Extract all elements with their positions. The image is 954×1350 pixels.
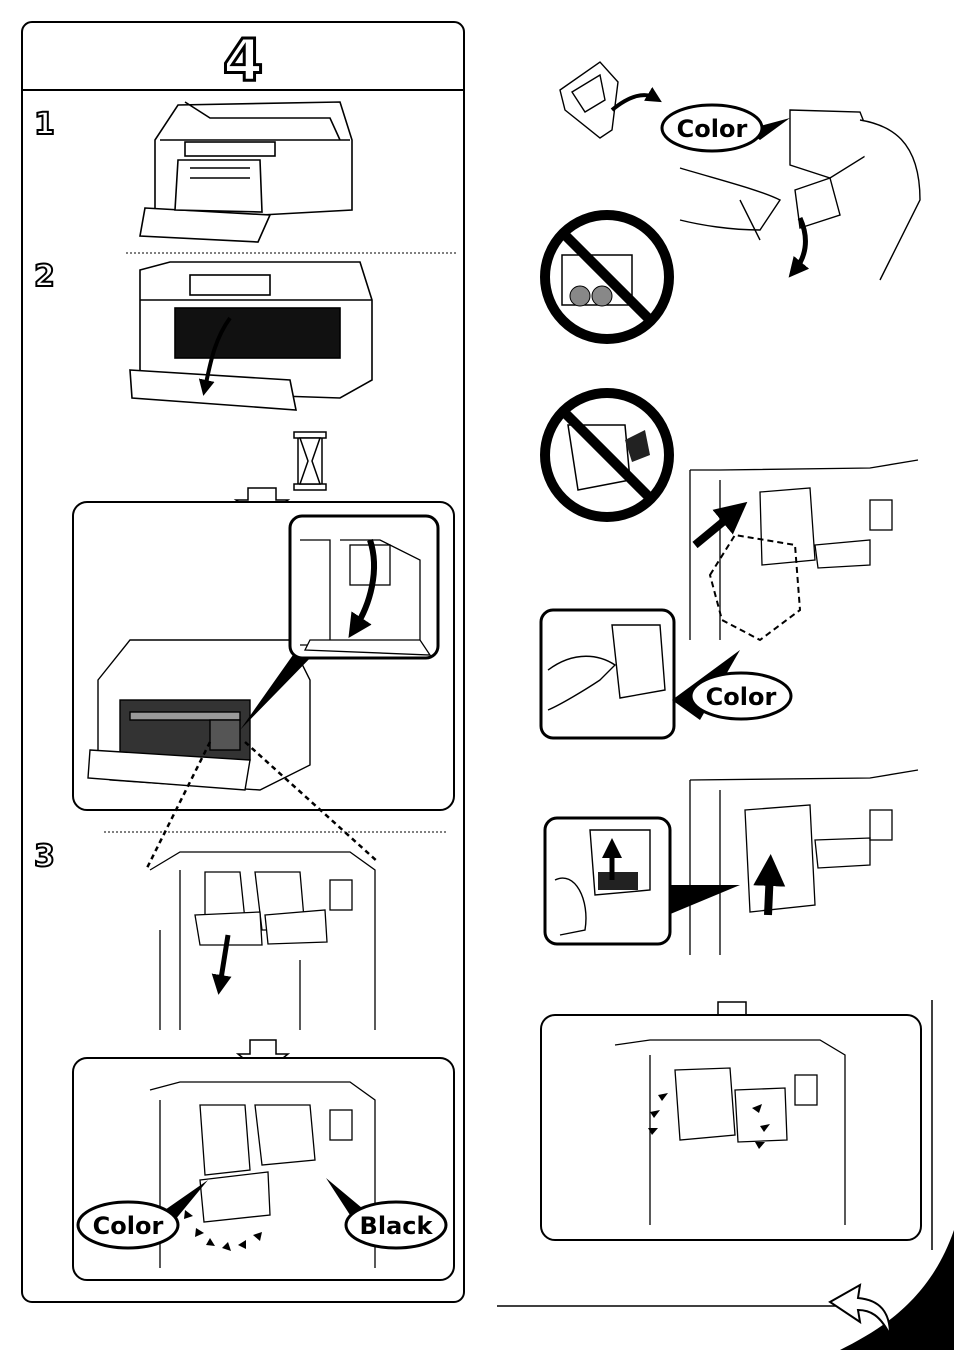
cartridge-package-illustration — [560, 62, 618, 138]
hand-holding-cartridge-inset — [541, 610, 674, 738]
color-label: Color — [93, 1212, 164, 1240]
black-label: Black — [360, 1212, 434, 1240]
installed-cartridges-box — [541, 1015, 921, 1240]
printer-closed-illustration — [140, 102, 352, 242]
color-label: Color — [706, 683, 777, 711]
hourglass-icon — [294, 432, 326, 490]
push-up-cartridge-illustration — [690, 770, 918, 955]
cartridge-holder-illustration — [150, 852, 375, 1030]
substep-3-number: 3 — [34, 839, 55, 874]
prohibited-touch-nozzles-icon — [545, 393, 669, 517]
prohibited-touch-contacts-icon — [545, 215, 669, 339]
cartridge-holder-labeled-box: Color Black — [73, 1058, 454, 1280]
curved-arrow-next-page-icon — [830, 1230, 954, 1350]
finger-push-inset — [545, 818, 740, 944]
insert-cartridge-illustration — [690, 460, 918, 640]
open-printer-box — [73, 502, 454, 810]
substep-2-number: 2 — [34, 259, 55, 294]
printer-open-cover-illustration — [130, 262, 372, 410]
substep-1-number: 1 — [34, 107, 55, 142]
color-label: Color — [677, 115, 748, 143]
step-number: 4 — [223, 26, 263, 94]
